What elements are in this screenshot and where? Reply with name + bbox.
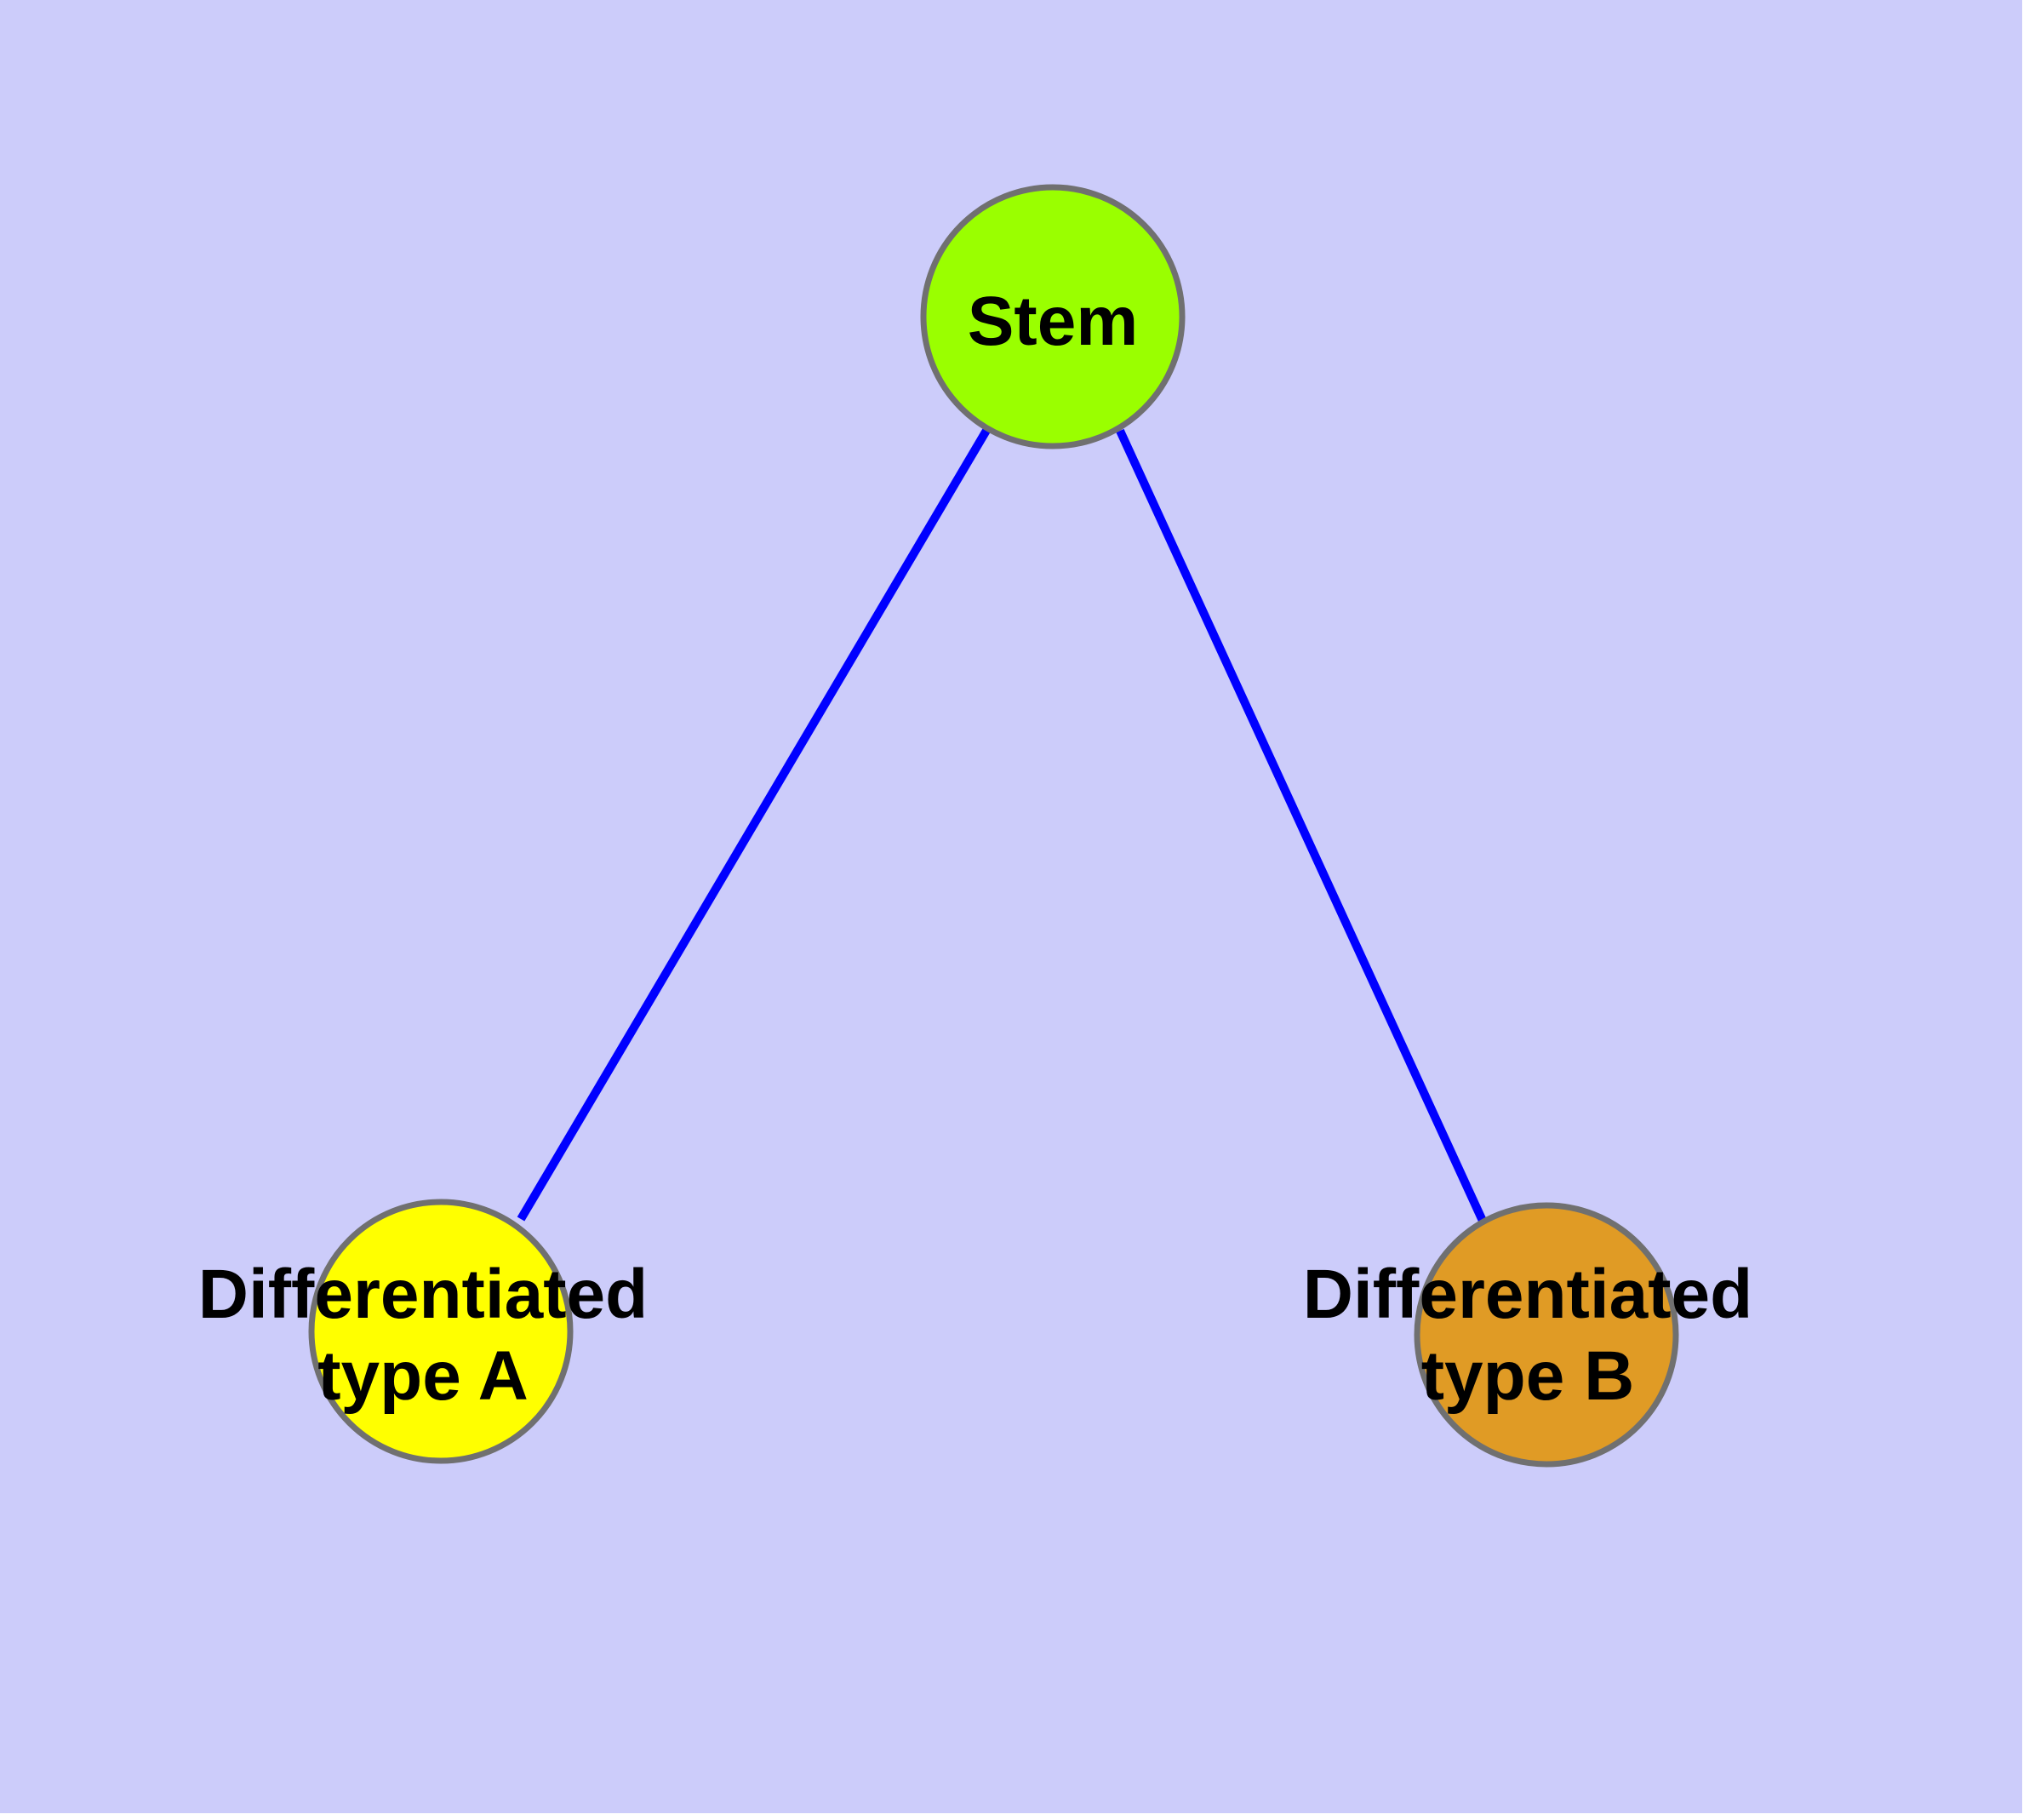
node-label-line: Differentiated	[1303, 1256, 1753, 1333]
edges-layer	[517, 426, 1487, 1223]
node-label-line: type B	[1421, 1337, 1635, 1415]
node-diff-a[interactable]	[308, 1199, 574, 1464]
node-label-line: Differentiated	[198, 1256, 649, 1333]
nodes-layer	[308, 184, 1679, 1468]
node-label-line: Stem	[968, 283, 1139, 360]
edge-stem-to-diff-a[interactable]	[517, 426, 992, 1222]
node-label-stem: Stem	[968, 283, 1139, 360]
edge-stem-to-diff-b[interactable]	[1116, 428, 1487, 1223]
node-diff-b[interactable]	[1414, 1202, 1679, 1468]
node-stem[interactable]	[920, 184, 1186, 449]
node-label-line: type A	[317, 1337, 529, 1415]
